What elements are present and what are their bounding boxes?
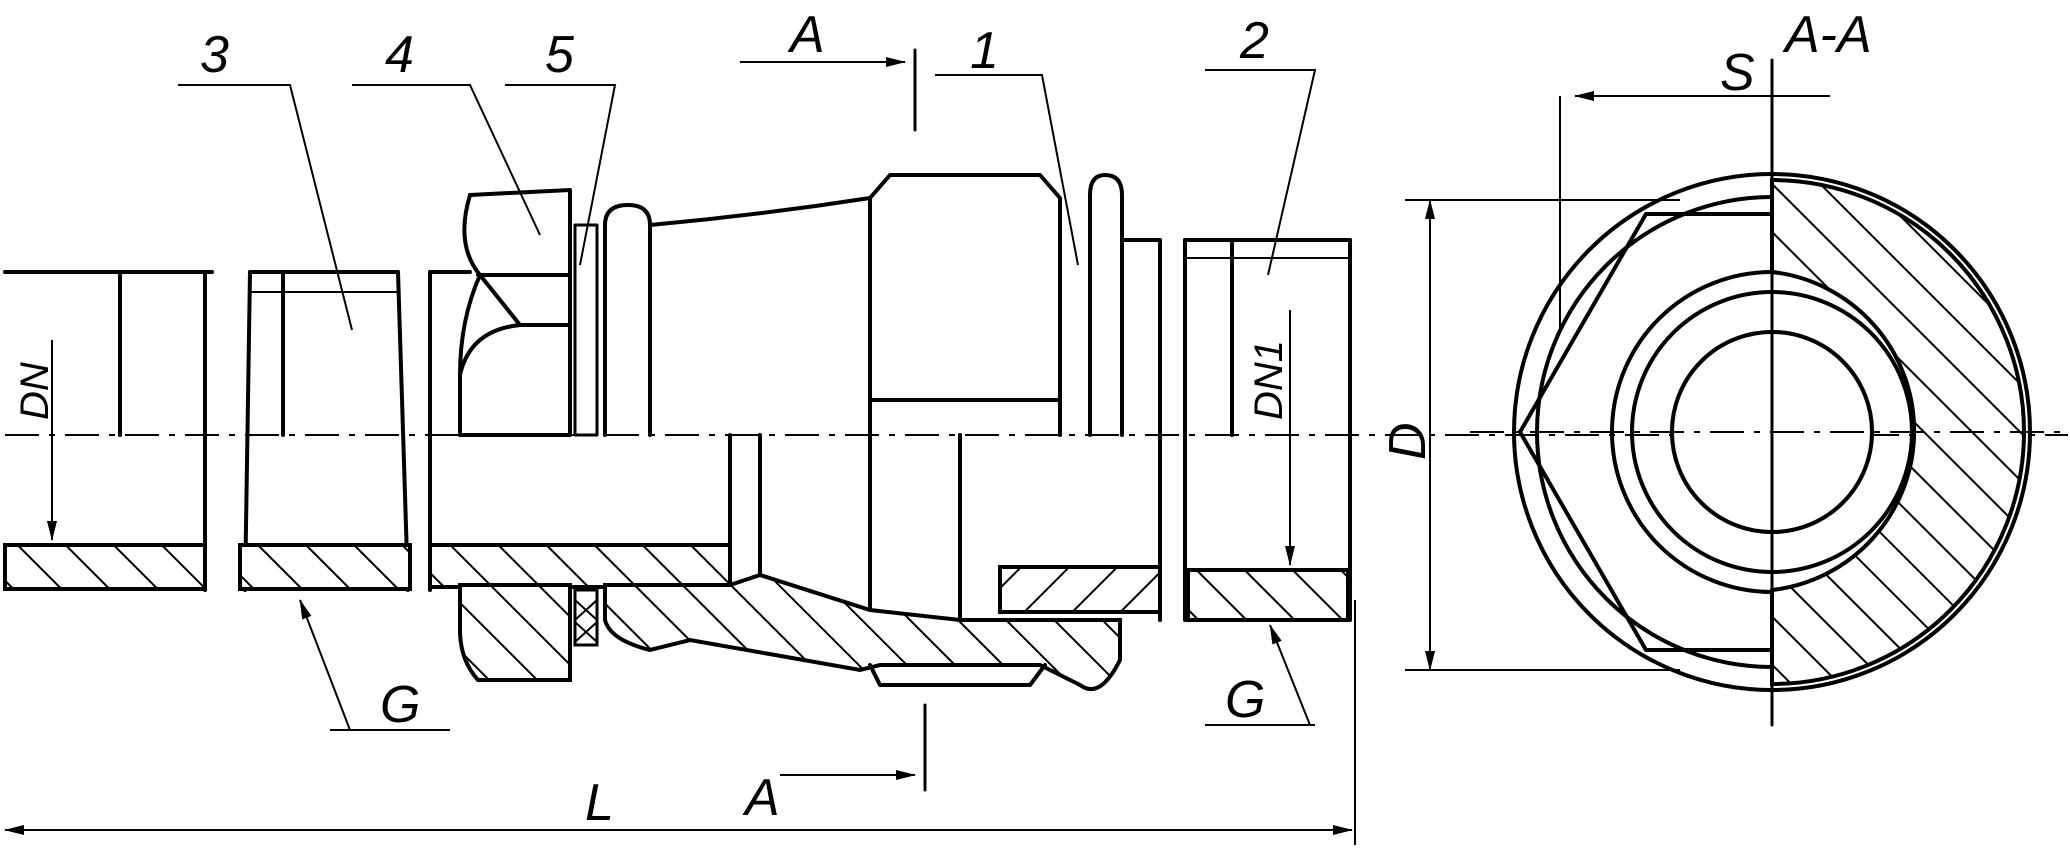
label-dim-dn: DN <box>13 362 57 420</box>
label-dim-s: S <box>1720 44 1755 102</box>
label-section-a-bottom: A <box>742 769 780 827</box>
label-part-3: 3 <box>200 26 229 84</box>
label-part-5: 5 <box>545 26 575 84</box>
label-part-2: 2 <box>1239 12 1269 70</box>
section-cut-marks <box>740 48 927 792</box>
label-dim-l: L <box>585 774 614 832</box>
label-section-title: A-A <box>1782 6 1872 64</box>
label-section-a-top: A <box>787 6 825 64</box>
label-dim-dn1: DN1 <box>1247 340 1291 420</box>
label-part-1: 1 <box>970 22 999 80</box>
part-4-union-nut <box>458 188 572 682</box>
label-part-4: 4 <box>385 26 414 84</box>
pipe-under-nut <box>428 270 762 592</box>
label-dim-d: D <box>1379 422 1437 460</box>
section-view-a-a <box>1470 58 2068 727</box>
label-thread-right: G <box>1225 671 1265 729</box>
pipe-left <box>3 270 214 592</box>
part-3-pipe-segment <box>238 270 412 592</box>
part-1-union-body <box>603 173 1162 692</box>
part-2-pipe-right <box>1183 238 1352 622</box>
label-thread-left: G <box>380 676 420 734</box>
part-5-seal-ring <box>573 223 599 647</box>
dimension-lines <box>4 91 1830 845</box>
leader-lines <box>178 69 1317 731</box>
